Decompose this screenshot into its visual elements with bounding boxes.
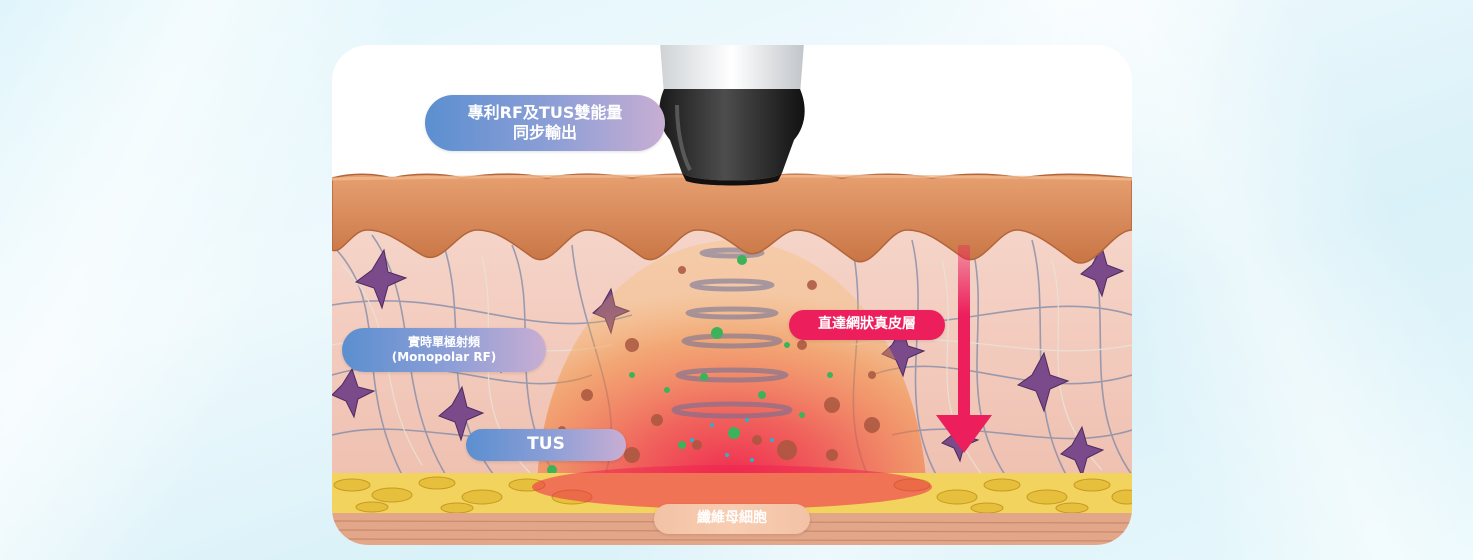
arrow-down-icon [936,245,992,453]
tus-label: TUS [466,429,626,461]
illustration-panel: 專利RF及TUS雙能量 同步輸出 實時單極射頻 (Monopolar RF) T… [332,45,1132,545]
fibroblast-text: 纖維母細胞 [697,510,767,527]
reach-dermis-label: 直達網狀真皮層 [789,310,945,340]
monopolar-rf-line2: (Monopolar RF) [391,350,497,364]
monopolar-rf-line1: 實時單極射頻 [407,335,480,349]
reach-dermis-text: 直達網狀真皮層 [818,316,916,333]
dual-energy-text: 專利RF及TUS雙能量 同步輸出 [467,103,623,142]
monopolar-rf-label: 實時單極射頻 (Monopolar RF) [342,328,546,372]
heat-glow [532,465,932,509]
rf-tus-handpiece-icon [659,45,805,186]
tus-text: TUS [527,434,565,455]
collagen-fibers [332,234,1132,486]
ultrasound-waves [671,247,793,419]
fibroblast-label: 纖維母細胞 [654,504,810,534]
dual-energy-label: 專利RF及TUS雙能量 同步輸出 [425,95,665,151]
skin-cross-section [332,45,1132,545]
energy-particles [547,255,880,475]
